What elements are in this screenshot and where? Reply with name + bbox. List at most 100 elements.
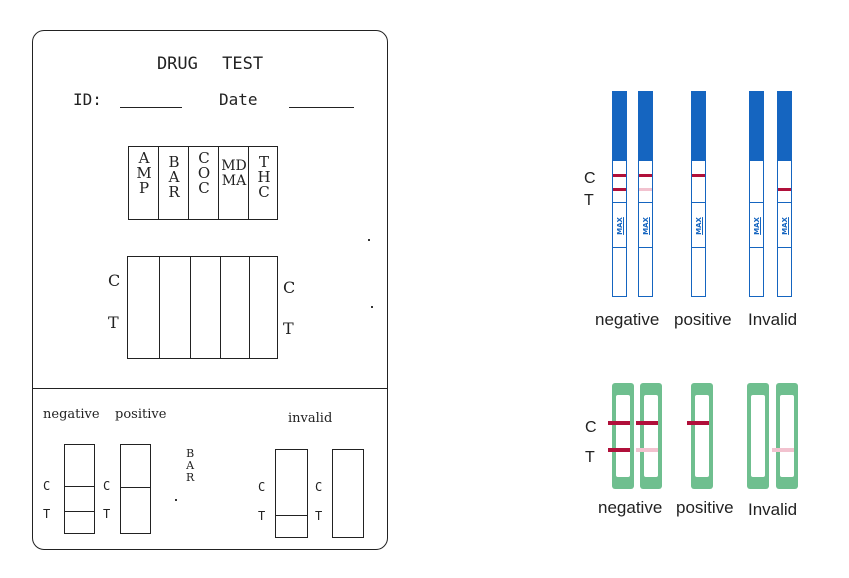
strip-divider	[750, 247, 763, 248]
strip-cap	[776, 90, 792, 161]
card-c-label-right: C	[283, 278, 296, 297]
speck	[371, 306, 373, 308]
green-label-negative: negative	[598, 498, 663, 517]
t-line	[778, 188, 791, 191]
legend-pos-t: T	[103, 507, 111, 521]
strip-divider	[639, 247, 652, 248]
drug-label-amp-2: M	[136, 164, 152, 182]
result-window	[644, 395, 658, 477]
blue-strip-negative-1: MAX	[611, 90, 627, 297]
green-strip-negative-2	[636, 383, 662, 489]
strip-cap	[748, 90, 764, 161]
speck	[175, 499, 177, 501]
strip-divider	[613, 247, 626, 248]
legend-inv2-c: C	[315, 480, 323, 494]
drug-label-table: A M P B A R C O C MD MA T H C	[128, 146, 278, 220]
card-title: DRUG TEST	[156, 54, 264, 74]
green-strip-invalid-1	[747, 383, 769, 489]
c-line	[639, 174, 652, 177]
blue-label-positive: positive	[674, 310, 732, 329]
legend-positive-label: positive	[115, 407, 167, 422]
card-t-label-left: T	[108, 313, 119, 332]
c-line	[636, 421, 658, 425]
strip-divider	[613, 202, 626, 203]
drug-label-bar-3: R	[168, 183, 180, 201]
strip-divider	[750, 202, 763, 203]
blue-strip-invalid-2: MAX	[776, 90, 792, 297]
legend-negative-label: negative	[43, 407, 100, 422]
max-label: MAX	[642, 217, 650, 235]
legend-negative-window	[64, 444, 95, 534]
drug-test-card	[32, 30, 388, 550]
strip-divider	[692, 160, 705, 161]
blue-strip-negative-2: MAX	[637, 90, 653, 297]
blue-label-invalid: Invalid	[748, 310, 798, 329]
speck	[368, 239, 370, 241]
id-field-line	[120, 107, 182, 108]
max-label: MAX	[753, 217, 761, 235]
c-line	[687, 421, 709, 425]
c-line	[692, 174, 705, 177]
legend-pos-c: C	[103, 479, 111, 493]
strip-cap	[690, 90, 706, 161]
legend-neg-c: C	[43, 479, 51, 493]
result-window	[751, 395, 765, 477]
result-window	[695, 395, 709, 477]
legend-invalid-label: invalid	[288, 411, 333, 426]
drug-label-amp-3: P	[138, 179, 150, 197]
legend-inv1-t: T	[258, 509, 266, 523]
drug-label-thc-3: C	[258, 183, 270, 201]
card-c-label-left: C	[108, 271, 121, 290]
date-field-line	[289, 107, 354, 108]
strip-divider	[639, 202, 652, 203]
green-label-invalid: Invalid	[748, 500, 798, 519]
result-window	[780, 395, 794, 477]
t-line	[613, 188, 626, 191]
blue-t-label: T	[584, 192, 594, 209]
drug-label-mdma-1: MD	[221, 158, 247, 174]
max-label: MAX	[616, 217, 624, 235]
legend-positive-window	[120, 444, 151, 534]
drug-label-bar-2: A	[168, 168, 180, 186]
legend-invalid-window-2	[332, 449, 364, 538]
legend-inv1-c: C	[258, 480, 266, 494]
id-label: ID:	[73, 90, 102, 109]
drug-label-bar-1: B	[168, 153, 180, 171]
strip-divider	[692, 202, 705, 203]
green-label-positive: positive	[676, 498, 734, 517]
green-strip-negative-1	[608, 383, 634, 489]
strip-divider	[692, 247, 705, 248]
card-divider	[32, 388, 388, 389]
t-line	[276, 515, 307, 516]
drug-label-thc-1: T	[258, 153, 269, 171]
max-label: MAX	[781, 217, 789, 235]
c-line	[613, 174, 626, 177]
t-line	[636, 448, 658, 452]
strip-divider	[778, 247, 791, 248]
blue-strip-invalid-1: MAX	[748, 90, 764, 297]
green-c-label: C	[585, 419, 597, 436]
legend-invalid-window-1	[275, 449, 308, 538]
t-line	[772, 448, 794, 452]
strip-divider	[639, 160, 652, 161]
t-line	[608, 448, 630, 452]
drug-label-coc-3: C	[198, 179, 210, 197]
c-line	[608, 421, 630, 425]
drug-label-thc-2: H	[257, 168, 271, 186]
t-line	[639, 188, 652, 191]
legend-neg-t: T	[43, 507, 51, 521]
max-label: MAX	[695, 217, 703, 235]
strip-divider	[750, 160, 763, 161]
strip-divider	[613, 160, 626, 161]
t-line	[65, 511, 94, 512]
result-window	[616, 395, 630, 477]
green-t-label: T	[585, 449, 595, 466]
result-window-grid	[127, 256, 278, 359]
c-line	[65, 486, 94, 487]
card-t-label-right: T	[283, 319, 294, 338]
strip-cap	[611, 90, 627, 161]
blue-label-negative: negative	[595, 310, 660, 329]
strip-divider	[778, 202, 791, 203]
legend-inv2-t: T	[315, 509, 323, 523]
